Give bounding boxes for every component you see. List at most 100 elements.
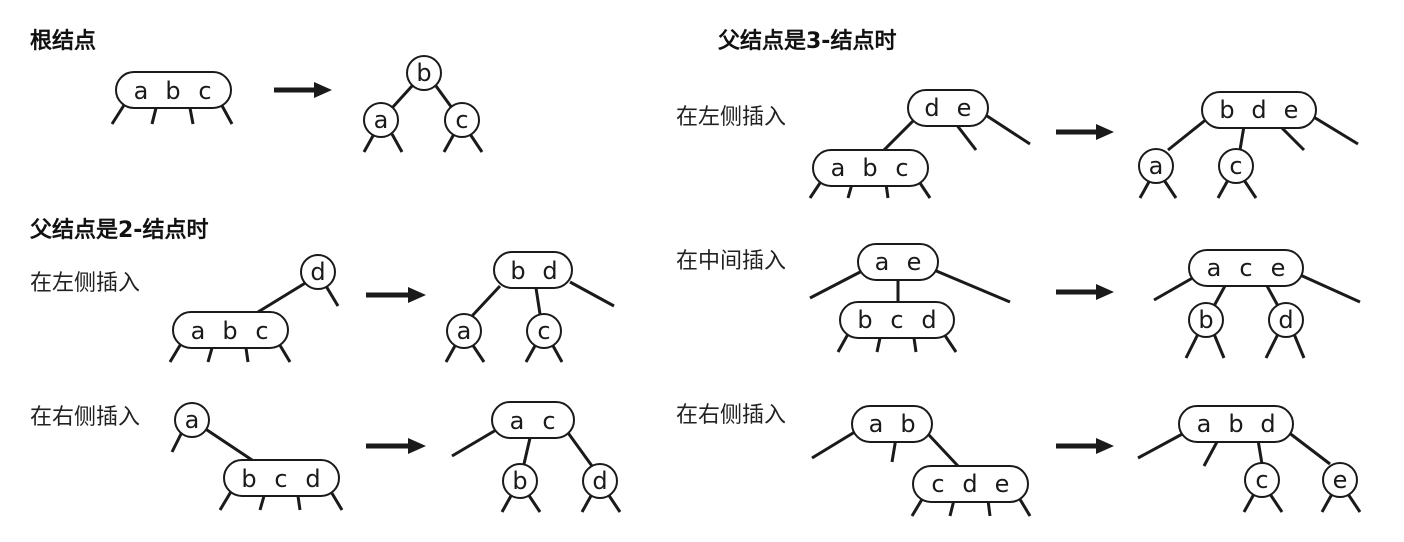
node-abc	[172, 311, 289, 349]
key-c: c	[895, 154, 908, 182]
key-d: d	[310, 258, 325, 286]
node-a	[174, 402, 210, 438]
key-a: a	[510, 407, 525, 435]
node-b	[406, 55, 442, 91]
node-cde	[912, 465, 1029, 503]
label-left-insert-2: 在左侧插入	[30, 271, 140, 296]
key-b: b	[510, 257, 525, 285]
key-c: c	[1229, 152, 1242, 180]
key-a: a	[185, 406, 200, 434]
p2-left-before: a b c d	[168, 254, 340, 363]
label-left-insert-3: 在左侧插入	[676, 105, 786, 130]
p2-right-before: a b c d	[170, 402, 344, 511]
key-c: c	[198, 77, 211, 105]
key-b: b	[512, 467, 527, 495]
arrow-root	[274, 82, 332, 98]
heading-parent-3-node: 父结点是3-结点时	[718, 28, 896, 54]
key-a: a	[875, 248, 890, 276]
node-bde	[1201, 91, 1317, 129]
key-d: d	[962, 470, 977, 498]
p3-right-after: a b d c e	[1137, 405, 1362, 513]
key-c: c	[1255, 466, 1268, 494]
node-ac	[491, 401, 575, 439]
node-d	[582, 463, 618, 499]
node-d	[300, 254, 336, 290]
key-b: b	[165, 77, 180, 105]
p2-left-after: b d a c	[444, 251, 615, 363]
node-a	[1138, 148, 1174, 184]
key-a: a	[191, 317, 206, 345]
node-b	[1188, 302, 1224, 338]
key-a: a	[1207, 254, 1222, 282]
node-ae	[857, 243, 939, 281]
node-a	[363, 102, 399, 138]
node-abd	[1178, 405, 1294, 443]
key-b: b	[1228, 410, 1243, 438]
key-e: e	[1284, 96, 1299, 124]
node-bcd	[839, 301, 955, 339]
key-a: a	[1197, 410, 1212, 438]
key-d: d	[1278, 306, 1293, 334]
arrow-p2-left	[366, 287, 426, 303]
p3-middle-before: a e b c d	[809, 243, 1011, 353]
key-b: b	[857, 306, 872, 334]
key-c: c	[255, 317, 268, 345]
label-middle-insert-3: 在中间插入	[676, 249, 786, 274]
key-c: c	[1239, 254, 1252, 282]
key-e: e	[1333, 466, 1348, 494]
node-ab	[851, 405, 933, 443]
node-abc	[812, 149, 929, 187]
p3-left-before: d e a b c	[808, 89, 1031, 199]
key-b: b	[222, 317, 237, 345]
key-e: e	[995, 470, 1010, 498]
p2-right-after: a c b d	[451, 401, 622, 513]
key-d: d	[1251, 96, 1266, 124]
key-c: c	[542, 407, 555, 435]
key-d: d	[1260, 410, 1275, 438]
node-c	[1218, 148, 1254, 184]
key-a: a	[374, 106, 389, 134]
key-e: e	[1271, 254, 1286, 282]
key-d: d	[924, 94, 939, 122]
key-a: a	[134, 77, 149, 105]
label-right-insert-2: 在右侧插入	[30, 405, 140, 430]
node-de	[907, 89, 989, 127]
key-d: d	[542, 257, 557, 285]
node-c	[1244, 462, 1280, 498]
arrow-p3-middle	[1056, 284, 1114, 300]
key-c: c	[537, 317, 550, 345]
node-abc	[115, 71, 232, 109]
key-b: b	[1219, 96, 1234, 124]
node-bd	[493, 251, 573, 289]
key-a: a	[457, 317, 472, 345]
p3-left-after: b d e a c	[1138, 91, 1359, 199]
key-c: c	[274, 465, 287, 493]
arrow-p3-left	[1056, 124, 1114, 140]
key-b: b	[416, 59, 431, 87]
key-c: c	[455, 106, 468, 134]
key-b: b	[862, 154, 877, 182]
key-e: e	[907, 248, 922, 276]
node-b	[502, 463, 538, 499]
node-d	[1268, 302, 1304, 338]
node-c	[526, 313, 562, 349]
root-split-after: b a c	[362, 55, 484, 153]
root-split-before: a b c	[110, 71, 234, 125]
node-e	[1322, 462, 1358, 498]
node-ace	[1188, 249, 1304, 287]
key-b: b	[1198, 306, 1213, 334]
p3-right-before: a b c d e	[811, 405, 1032, 517]
node-a	[446, 313, 482, 349]
label-right-insert-3: 在右侧插入	[676, 403, 786, 428]
heading-root: 根结点	[30, 28, 96, 54]
node-c	[444, 102, 480, 138]
key-e: e	[957, 94, 972, 122]
key-a: a	[869, 410, 884, 438]
key-d: d	[592, 467, 607, 495]
key-a: a	[1149, 152, 1164, 180]
key-d: d	[305, 465, 320, 493]
key-c: c	[890, 306, 903, 334]
key-d: d	[921, 306, 936, 334]
key-c: c	[931, 470, 944, 498]
